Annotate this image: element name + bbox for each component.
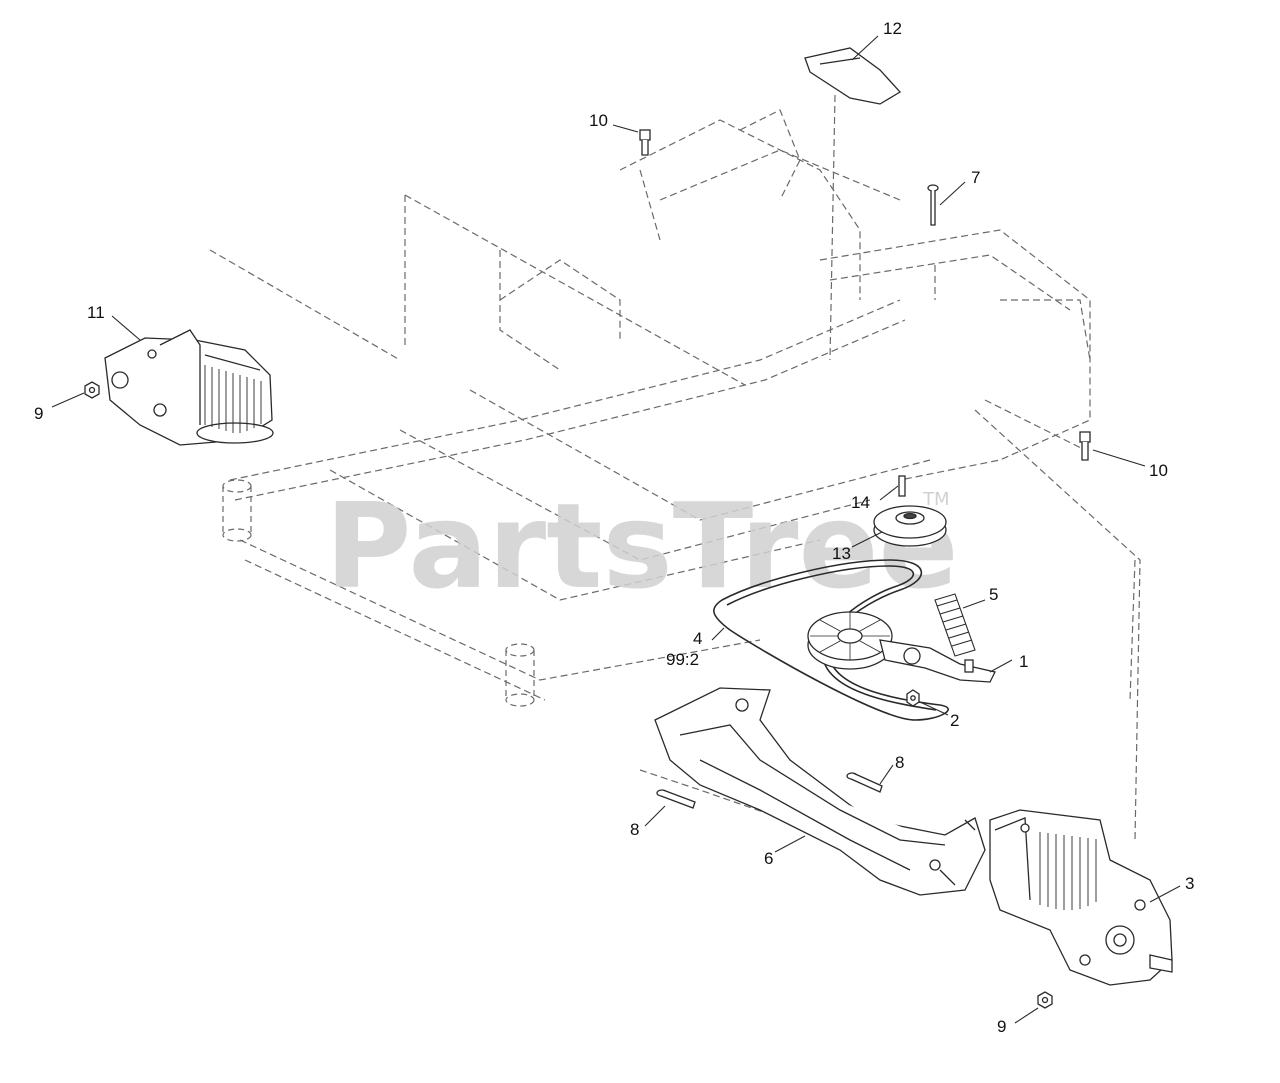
part-3-right-transaxle xyxy=(989,809,1173,986)
part-8-pin-upper xyxy=(846,772,883,793)
callout-3: 3 xyxy=(1185,874,1194,893)
watermark-trademark: TM xyxy=(922,489,950,510)
part-1-idler-arm xyxy=(807,611,996,683)
callout-9-left: 9 xyxy=(34,404,43,423)
part-13-pulley xyxy=(873,505,947,547)
part-4-belt xyxy=(713,559,949,721)
callout-13: 13 xyxy=(832,544,851,563)
part-8-pin-lower xyxy=(656,789,696,809)
callout-8-lower: 8 xyxy=(630,820,639,839)
callout-6: 6 xyxy=(764,849,773,868)
callout-4: 4 xyxy=(693,629,702,648)
callout-10-right: 10 xyxy=(1149,461,1168,480)
frame-assembly xyxy=(209,94,1141,871)
part-2-nut xyxy=(906,689,920,707)
part-5-spring xyxy=(934,593,976,657)
part-10-bolt-upper xyxy=(639,129,651,156)
callout-2: 2 xyxy=(950,711,959,730)
part-9-nut-left xyxy=(84,381,100,399)
callout-7: 7 xyxy=(971,168,980,187)
part-9-nut-bottom xyxy=(1037,991,1053,1009)
leader-lines xyxy=(51,35,1181,1024)
part-14-spacer xyxy=(898,475,906,497)
callout-14: 14 xyxy=(851,493,870,512)
callout-5: 5 xyxy=(989,585,998,604)
callout-9-bottom: 9 xyxy=(997,1017,1006,1036)
callout-4-ref: 99:2 xyxy=(666,650,699,669)
callout-labels: 12 10 7 11 9 10 14 13 5 4 99:2 1 2 8 8 6… xyxy=(34,19,1194,1036)
frame-posts xyxy=(222,479,535,707)
callout-12: 12 xyxy=(883,19,902,38)
callout-10-upper: 10 xyxy=(589,111,608,130)
part-12-bracket xyxy=(804,47,902,105)
part-10-bolt-right xyxy=(1079,431,1091,461)
callout-8-upper: 8 xyxy=(895,753,904,772)
part-11-left-transaxle xyxy=(104,329,274,446)
callout-11: 11 xyxy=(87,303,105,322)
part-7-pin xyxy=(927,184,939,226)
callout-1: 1 xyxy=(1019,652,1028,671)
part-6-cross-bracket xyxy=(654,687,986,896)
